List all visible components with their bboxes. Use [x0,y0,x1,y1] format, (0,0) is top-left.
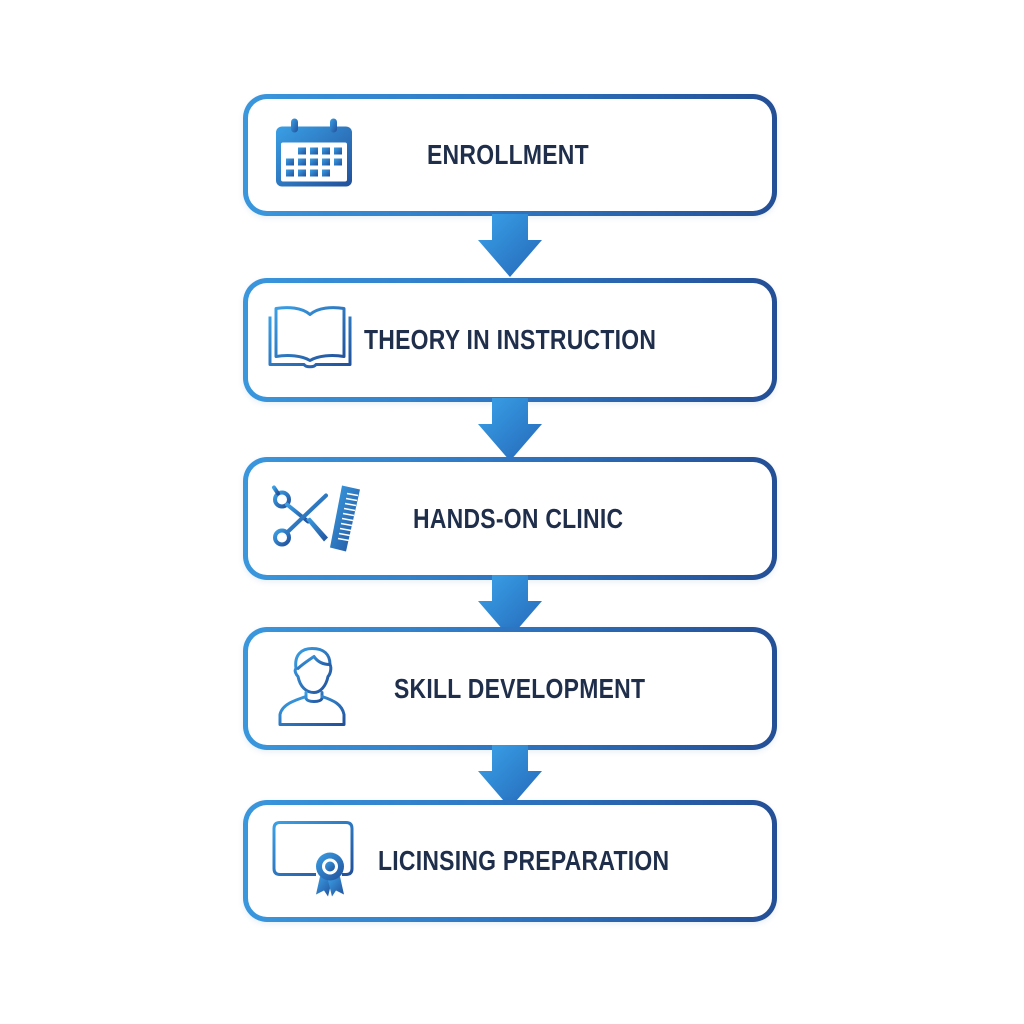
certificate-icon [272,821,358,902]
step-label: ENROLLMENT [427,139,589,170]
step-label: SKILL DEVELOPMENT [394,672,646,704]
calendar-icon [274,117,354,194]
step-box: HANDS-ON CLINIC [248,462,772,575]
step-enrollment: ENROLLMENT [243,94,777,216]
down-arrow-icon [478,575,542,638]
person-icon [278,646,350,731]
step-hands-on-clinic: HANDS-ON CLINIC [243,457,777,580]
step-box: THEORY IN INSTRUCTION [248,283,772,397]
step-box: LICINSING PREPARATION [248,805,772,917]
step-licensing-preparation: LICINSING PREPARATION [243,800,777,922]
step-skill-development: SKILL DEVELOPMENT [243,627,777,750]
step-box: SKILL DEVELOPMENT [248,632,772,745]
down-arrow-icon [478,398,542,461]
open-book-icon [268,305,352,376]
down-arrow-icon [478,214,542,277]
step-box: ENROLLMENT [248,99,772,211]
scissors-comb-icon [268,481,364,556]
down-arrow-icon [478,745,542,808]
step-label: HANDS-ON CLINIC [413,502,624,534]
step-theory-instruction: THEORY IN INSTRUCTION [243,278,777,402]
step-label: LICINSING PREPARATION [378,845,670,876]
step-label: THEORY IN INSTRUCTION [364,324,657,355]
